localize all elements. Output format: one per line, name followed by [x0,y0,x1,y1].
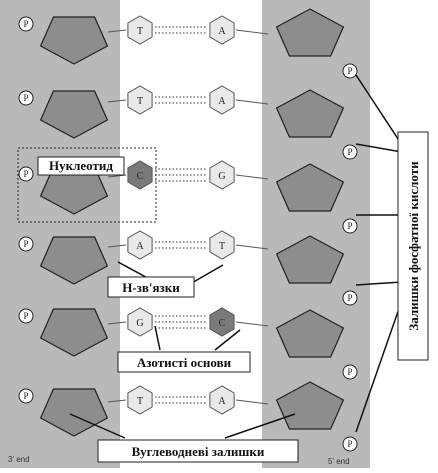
base-right-letter: A [218,26,226,37]
arrow-sugar-right [224,413,296,439]
sugar-right [275,381,345,430]
base-left [127,160,153,190]
left-end-label: 3' end [8,455,30,464]
glycosidic-bond-right [235,244,269,250]
arrow-sugar-left [69,413,126,439]
base-left-letter: T [137,96,143,107]
glycosidic-bond-left [107,399,127,403]
bases-label-box [117,351,251,373]
arrow-phosphate-2 [355,143,403,153]
glycosidic-bond-right [235,99,269,105]
glycosidic-bond-left [107,244,127,248]
phosphate-left [18,308,34,324]
base-left-letter: T [137,396,143,407]
base-right [209,85,235,115]
sugars-label-box [97,439,299,463]
glycosidic-bond-left [107,99,127,103]
hbonds-label-box [107,276,195,298]
base-left-letter: A [136,241,144,252]
phosphate-right [342,144,358,160]
glycosidic-bond-left [107,29,127,33]
sugar-left [39,236,109,285]
phosphate-left [18,16,34,32]
glycosidic-bond-right [235,321,269,327]
base-right-letter: G [218,171,225,182]
sugar-right [275,309,345,358]
base-left [127,85,153,115]
phosphate-right-letter: P [347,439,352,449]
base-right [209,230,235,260]
base-right [209,385,235,415]
arrow-hbond-right [189,264,224,285]
phosphate-right [342,364,358,380]
phosphate-label: Залишки фосфатної кислоти [406,161,421,331]
arrow-phosphate-1 [355,74,403,146]
phosphate-right [342,290,358,306]
bases-label: Азотисті основи [137,355,232,370]
glycosidic-bond-left [107,321,127,325]
phosphate-left-letter: P [23,93,28,103]
sugar-right [275,89,345,138]
base-right-letter: C [219,318,226,329]
base-right-letter: A [218,396,226,407]
phosphate-right [342,218,358,234]
phosphate-right-letter: P [347,147,352,157]
base-right-letter: A [218,96,226,107]
arrow-base-right [214,329,241,351]
base-left-letter: T [137,26,143,37]
glycosidic-bond-right [235,174,269,180]
nucleotide-box [17,147,157,223]
sugar-right [275,235,345,284]
phosphate-right-letter: P [347,367,352,377]
base-right [209,307,235,337]
arrow-phosphate-5 [355,299,403,433]
arrows [69,74,403,439]
phosphate-left [18,90,34,106]
base-right [209,160,235,190]
phosphate-left [18,236,34,252]
phosphate-left-letter: P [23,311,28,321]
hbonds-label: Н-зв'язки [122,280,180,295]
phosphate-right-letter: P [347,293,352,303]
arrow-phosphate-4 [355,281,403,286]
sugars-label: Вуглеводневі залишки [132,444,265,459]
nucleotide-label-box [37,156,125,176]
phosphate-left-letter: P [23,169,28,179]
left-sugars: P P P P P P [18,16,109,437]
arrow-base-left [154,325,161,351]
phosphate-left [18,388,34,404]
base-left [127,230,153,260]
nucleotide-label: Нуклеотид [49,158,113,173]
glycosidic-bond-right [235,399,269,405]
sugar-left [39,308,109,357]
base-left [127,15,153,45]
base-left [127,307,153,337]
base-right [209,15,235,45]
base-pairs: T A T A C G A T G C T A [107,15,269,415]
phosphate-left-letter: P [23,19,28,29]
phosphate-right-letter: P [347,66,352,76]
sugar-left [39,90,109,139]
phosphate-right [342,436,358,452]
right-end-label: 5' end [328,457,350,466]
sugar-left [39,16,109,65]
phosphate-left-letter: P [23,391,28,401]
phosphate-right-letter: P [347,221,352,231]
sugar-left [39,388,109,437]
phosphate-left [18,166,34,182]
sugar-right [275,163,345,212]
phosphate-left-letter: P [23,239,28,249]
right-sugars: P P P P P P [275,8,358,452]
phosphate-right [342,63,358,79]
base-left-letter: G [136,318,143,329]
sugar-right [275,8,345,57]
phosphate-label-box [397,131,429,361]
base-right-letter: T [219,241,225,252]
glycosidic-bond-right [235,29,269,35]
base-left [127,385,153,415]
base-left-letter: C [137,171,144,182]
